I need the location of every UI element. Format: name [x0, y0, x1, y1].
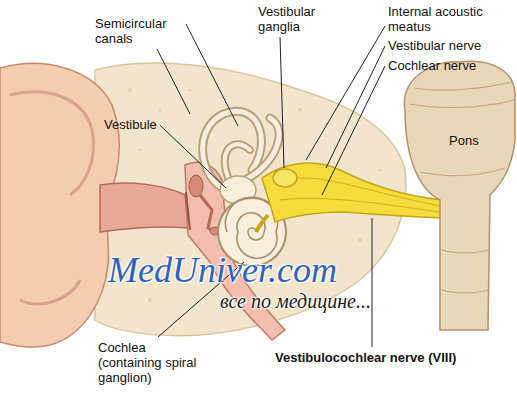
part-label: Vestibule [104, 117, 157, 132]
leader-line [160, 125, 226, 188]
leader-line [372, 218, 373, 347]
part-label: Pons [449, 133, 479, 148]
part-label: Vestibular ganglia [258, 4, 330, 34]
nerve-title: Vestibulocochlear nerve (VIII) [275, 350, 456, 365]
part-label: Internal acoustic meatus [388, 4, 500, 34]
part-label: Cochlear nerve [388, 58, 476, 73]
part-label: Vestibular nerve [388, 38, 481, 53]
watermark: MedUniver.com [108, 250, 337, 290]
leader-line [326, 46, 385, 168]
leader-line [157, 49, 190, 114]
leader-line [322, 66, 385, 195]
leader-line [280, 37, 284, 168]
watermark: все по медицине... [220, 290, 371, 312]
part-label: Cochlea (containing spiral ganglion) [98, 340, 200, 385]
leader-line [306, 26, 385, 160]
leader-line [186, 24, 238, 126]
part-label: Semicircular canals [95, 16, 183, 46]
